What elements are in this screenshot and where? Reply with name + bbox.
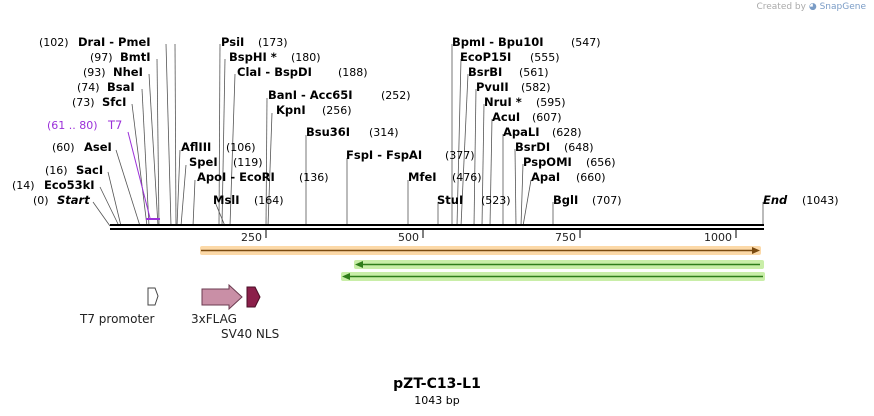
site-name[interactable]: NheI <box>113 65 143 79</box>
site-name[interactable]: Start <box>57 193 90 207</box>
site-name[interactable]: ClaI - BspDI <box>237 65 312 79</box>
site-pos: (14) <box>12 179 35 192</box>
credit-prefix: Created by <box>756 2 806 12</box>
site-pos: (60) <box>52 141 75 154</box>
primer-name[interactable]: T7 <box>107 118 122 132</box>
site-pos: (119) <box>233 156 263 169</box>
site-name[interactable]: DraI - PmeI <box>78 35 151 49</box>
site-pos: (595) <box>536 96 566 109</box>
site-name[interactable]: BanI - Acc65I <box>268 88 353 102</box>
snapgene-credit: Created by ◕ SnapGene <box>756 2 866 12</box>
site-pos: (561) <box>519 66 549 79</box>
site-pos: (314) <box>369 126 399 139</box>
site-pos: (476) <box>452 171 482 184</box>
site-name[interactable]: FspI - FspAI <box>346 148 422 162</box>
site-pos: (102) <box>39 36 69 49</box>
axis-tick-1000: 1000 <box>704 231 732 244</box>
site-name[interactable]: SpeI <box>189 155 218 169</box>
t7-promoter-arrow-icon <box>147 287 159 306</box>
site-name[interactable]: BmtI <box>120 50 151 64</box>
site-pos: (628) <box>552 126 582 139</box>
site-pos: (93) <box>83 66 106 79</box>
snapgene-logo-icon: ◕ <box>808 2 817 12</box>
feature-label-sv40-nls: SV40 NLS <box>221 327 279 341</box>
site-pos: (656) <box>586 156 616 169</box>
site-name[interactable]: Eco53kI <box>44 178 95 192</box>
green-feature-1-arrowhead <box>355 261 363 268</box>
site-name[interactable]: SacI <box>76 163 103 177</box>
feature-label-3xflag: 3xFLAG <box>191 312 237 326</box>
site-pos: (1043) <box>802 194 839 207</box>
site-pos: (547) <box>571 36 601 49</box>
t7-primer-bar <box>146 218 160 220</box>
site-pos: (523) <box>481 194 511 207</box>
site-name[interactable]: EcoP15I <box>460 50 511 64</box>
site-name[interactable]: BsrDI <box>515 140 550 154</box>
site-leader-lines <box>92 43 764 227</box>
site-pos: (136) <box>299 171 329 184</box>
backbone-top-strand <box>110 224 764 226</box>
site-labels: (102) DraI - PmeI (97) BmtI (93) NheI (7… <box>12 35 839 207</box>
site-name[interactable]: KpnI <box>276 103 306 117</box>
site-name[interactable]: StuI <box>437 193 463 207</box>
credit-brand: SnapGene <box>819 2 866 12</box>
site-name[interactable]: BsaI <box>107 80 135 94</box>
site-name[interactable]: BpmI - Bpu10I <box>452 35 544 49</box>
site-pos: (106) <box>226 141 256 154</box>
axis-tick-250: 250 <box>241 231 262 244</box>
site-name[interactable]: PvuII <box>476 80 509 94</box>
site-pos: (555) <box>530 51 560 64</box>
axis-ticks <box>265 230 737 238</box>
site-pos: (256) <box>322 104 352 117</box>
site-pos: (660) <box>576 171 606 184</box>
axis-tick-500: 500 <box>398 231 419 244</box>
site-name[interactable]: Bsu36I <box>306 125 350 139</box>
primer-range: (61 .. 80) <box>47 119 98 132</box>
orange-feature-arrowhead <box>752 247 760 254</box>
site-name[interactable]: NruI * <box>484 95 522 109</box>
site-name[interactable]: BsrBI <box>468 65 502 79</box>
site-name[interactable]: PspOMI <box>523 155 572 169</box>
site-pos: (173) <box>258 36 288 49</box>
site-name[interactable]: MslI <box>213 193 240 207</box>
plasmid-name: pZT-C13-L1 <box>393 376 481 392</box>
site-pos: (607) <box>532 111 562 124</box>
site-pos: (648) <box>564 141 594 154</box>
site-pos: (252) <box>381 89 411 102</box>
axis-tick-750: 750 <box>555 231 576 244</box>
site-name[interactable]: AflIII <box>181 140 211 154</box>
site-pos: (582) <box>521 81 551 94</box>
green-feature-2-arrowhead <box>342 273 350 280</box>
site-pos: (377) <box>445 149 475 162</box>
site-name[interactable]: ApaLI <box>503 125 540 139</box>
flag-arrow-icon <box>201 283 243 311</box>
site-pos: (73) <box>72 96 95 109</box>
site-name[interactable]: End <box>763 193 788 207</box>
site-name[interactable]: AseI <box>84 140 112 154</box>
site-name[interactable]: PsiI <box>221 35 244 49</box>
site-pos: (74) <box>77 81 100 94</box>
site-pos: (0) <box>33 194 49 207</box>
site-pos: (16) <box>45 164 68 177</box>
nls-arrow-icon <box>246 286 261 308</box>
site-name[interactable]: BspHI * <box>229 50 277 64</box>
site-pos: (97) <box>90 51 113 64</box>
t7-primer-leader <box>127 131 151 219</box>
site-name[interactable]: MfeI <box>408 170 437 184</box>
feature-label-t7-promoter: T7 promoter <box>79 312 155 326</box>
site-name[interactable]: ApoI - EcoRI <box>197 170 275 184</box>
plasmid-length: 1043 bp <box>414 394 460 407</box>
site-pos: (188) <box>338 66 368 79</box>
site-name[interactable]: BglI <box>553 193 578 207</box>
site-pos: (180) <box>291 51 321 64</box>
backbone-bottom-strand <box>110 228 764 230</box>
site-pos: (707) <box>592 194 622 207</box>
site-name[interactable]: SfcI <box>102 95 126 109</box>
site-name[interactable]: AcuI <box>492 110 520 124</box>
site-name[interactable]: ApaI <box>531 170 560 184</box>
site-pos: (164) <box>254 194 284 207</box>
